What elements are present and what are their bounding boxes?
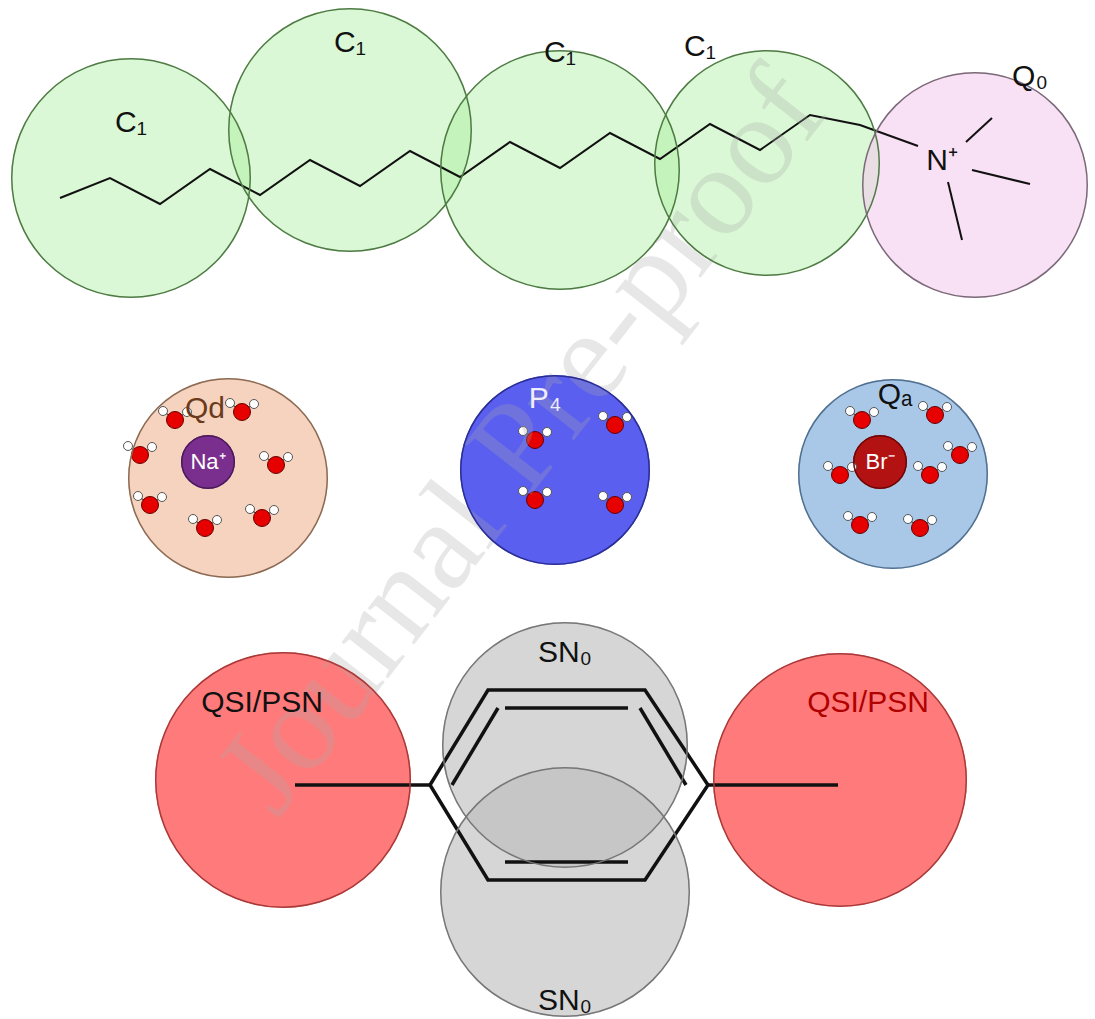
bead-label: C₁ xyxy=(544,37,576,67)
circle-outline xyxy=(654,50,880,276)
anion-bead: QₐBr⁻ xyxy=(798,379,988,569)
ion-circle: Br⁻ xyxy=(853,435,907,489)
cation-bead: QdNa⁺ xyxy=(128,378,328,578)
circle-outline xyxy=(862,72,1088,298)
bead-label: C₁ xyxy=(115,107,147,137)
bead-label: QSI/PSN xyxy=(201,687,323,717)
water-bead: P₄ xyxy=(460,375,650,565)
bead-label: C₁ xyxy=(334,27,366,57)
bead-label: Br⁻ xyxy=(866,451,895,473)
bead-label: P₄ xyxy=(529,383,561,413)
bead-label: Qₐ xyxy=(878,379,913,409)
bead-label: C₁ xyxy=(684,31,716,61)
bead-label: N⁺ xyxy=(926,145,958,175)
ring-bead: SN₀ xyxy=(440,767,690,1017)
headgroup-bead: Q₀N⁺ xyxy=(862,72,1088,298)
circle-outline xyxy=(440,50,680,290)
ring-bead: SN₀ xyxy=(442,622,688,868)
bead-label: Q₀ xyxy=(1012,61,1048,91)
alkyl-bead: C₁ xyxy=(440,50,680,290)
bead-label: Qd xyxy=(185,393,225,423)
alkyl-bead: C₁ xyxy=(228,8,472,252)
bead-label: Na⁺ xyxy=(190,451,225,473)
ion-circle: Na⁺ xyxy=(181,435,235,489)
substituent-bead: QSI/PSN xyxy=(713,653,967,907)
substituent-bead: QSI/PSN xyxy=(155,652,411,908)
circle-outline xyxy=(11,58,251,298)
bead-label: SN₀ xyxy=(538,637,592,667)
bead-label: SN₀ xyxy=(538,985,592,1015)
alkyl-bead: C₁ xyxy=(654,50,880,276)
circle-outline xyxy=(440,767,690,1017)
alkyl-bead: C₁ xyxy=(11,58,251,298)
bead-label: QSI/PSN xyxy=(807,687,929,717)
